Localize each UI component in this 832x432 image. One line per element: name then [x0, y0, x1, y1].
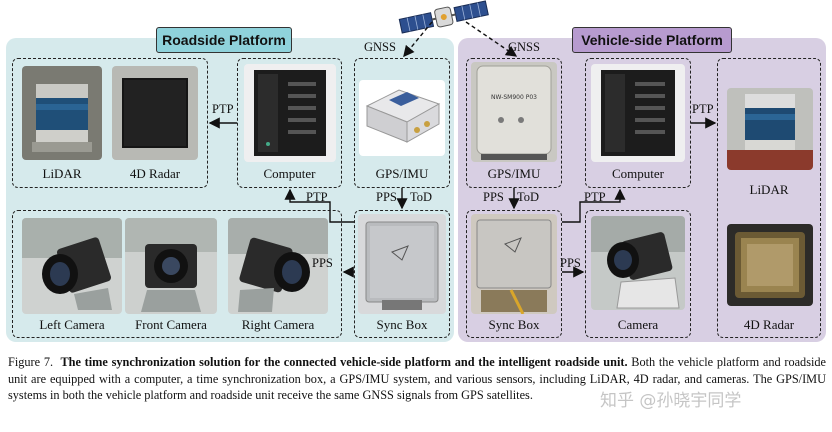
ptp-label-vehicle-top: PTP [692, 102, 714, 116]
vehicle-lidar-radar-group [717, 58, 821, 338]
left-camera-image [22, 218, 122, 314]
roadside-sync-image [358, 214, 446, 314]
watermark-text: 知乎 @孙晓宇同学 [600, 391, 742, 411]
vehicle-computer-label: Computer [612, 166, 664, 181]
gnss-label-roadside: GNSS [364, 40, 396, 54]
front-camera-label: Front Camera [135, 317, 207, 332]
left-camera-label: Left Camera [39, 317, 105, 332]
vehicle-radar-image [727, 224, 813, 306]
roadside-computer-image [244, 64, 336, 162]
pps-label-roadside: PPS [376, 190, 397, 204]
ptp-label-vehicle-mid: PTP [584, 190, 606, 204]
ptp-label-roadside-mid: PTP [306, 190, 328, 204]
roadside-radar-image [112, 66, 198, 160]
vehicle-sync-group [466, 210, 562, 338]
vehicle-sync-label: Sync Box [488, 317, 540, 332]
pps-label-roadside-cameras: PPS [312, 256, 333, 270]
roadside-lidar-image [22, 66, 102, 160]
vehicle-camera-group [585, 210, 691, 338]
caption-figure-number: Figure 7. [8, 355, 54, 369]
vehicle-gps-group [466, 58, 562, 188]
gnss-arrow-vehicle [465, 21, 518, 57]
figure-caption: Figure 7. The time synchronization solut… [8, 354, 826, 404]
roadside-lidar-label: LiDAR [42, 166, 82, 181]
sync-diagram: Roadside Platform Vehicle-side Platform … [6, 0, 826, 342]
roadside-gps-group [354, 58, 450, 188]
ptp-arrow-vehicle-computer [562, 188, 626, 223]
roadside-gps-image [359, 80, 445, 156]
front-camera-image [125, 218, 217, 314]
vehicle-lidar-label: LiDAR [749, 182, 789, 197]
vehicle-radar-label: 4D Radar [743, 317, 795, 332]
vehicle-camera-image [591, 216, 685, 310]
roadside-sync-label: Sync Box [376, 317, 428, 332]
vehicle-camera-label: Camera [617, 317, 659, 332]
connection-arrows [208, 21, 717, 278]
vehicle-sync-image [471, 214, 557, 314]
ptp-arrow-roadside-computer [284, 188, 354, 223]
roadside-sync-group [354, 210, 450, 338]
roadside-computer-group [237, 58, 342, 188]
tod-label-roadside: ToD [410, 190, 433, 204]
roadside-radar-label: 4D Radar [129, 166, 181, 181]
ptp-label-roadside-top: PTP [212, 102, 234, 116]
roadside-gps-label: GPS/IMU [375, 166, 429, 181]
vehicle-gps-image [471, 62, 557, 162]
roadside-lidar-radar-group [12, 58, 208, 188]
vehicle-platform-title: Vehicle-side Platform [572, 27, 732, 53]
caption-bold-title: The time synchronization solution for th… [60, 355, 628, 369]
right-camera-image [228, 218, 328, 314]
tod-label-vehicle: ToD [517, 190, 540, 204]
caption-body: Both the vehicle platform and roadside u… [8, 355, 827, 403]
vehicle-computer-group [585, 58, 691, 188]
pps-label-vehicle: PPS [483, 190, 504, 204]
gnss-arrow-roadside [403, 21, 433, 58]
vehicle-lidar-image [727, 88, 813, 170]
roadside-computer-label: Computer [263, 166, 316, 181]
satellite-icon [398, 0, 489, 34]
right-camera-label: Right Camera [241, 317, 315, 332]
gps-unit-model-text: NW-SM900 P03 [491, 94, 537, 101]
vehicle-gps-label: GPS/IMU [487, 166, 541, 181]
roadside-platform-title: Roadside Platform [156, 27, 292, 53]
roadside-cameras-group [12, 210, 342, 338]
vehicle-computer-image [591, 64, 685, 162]
